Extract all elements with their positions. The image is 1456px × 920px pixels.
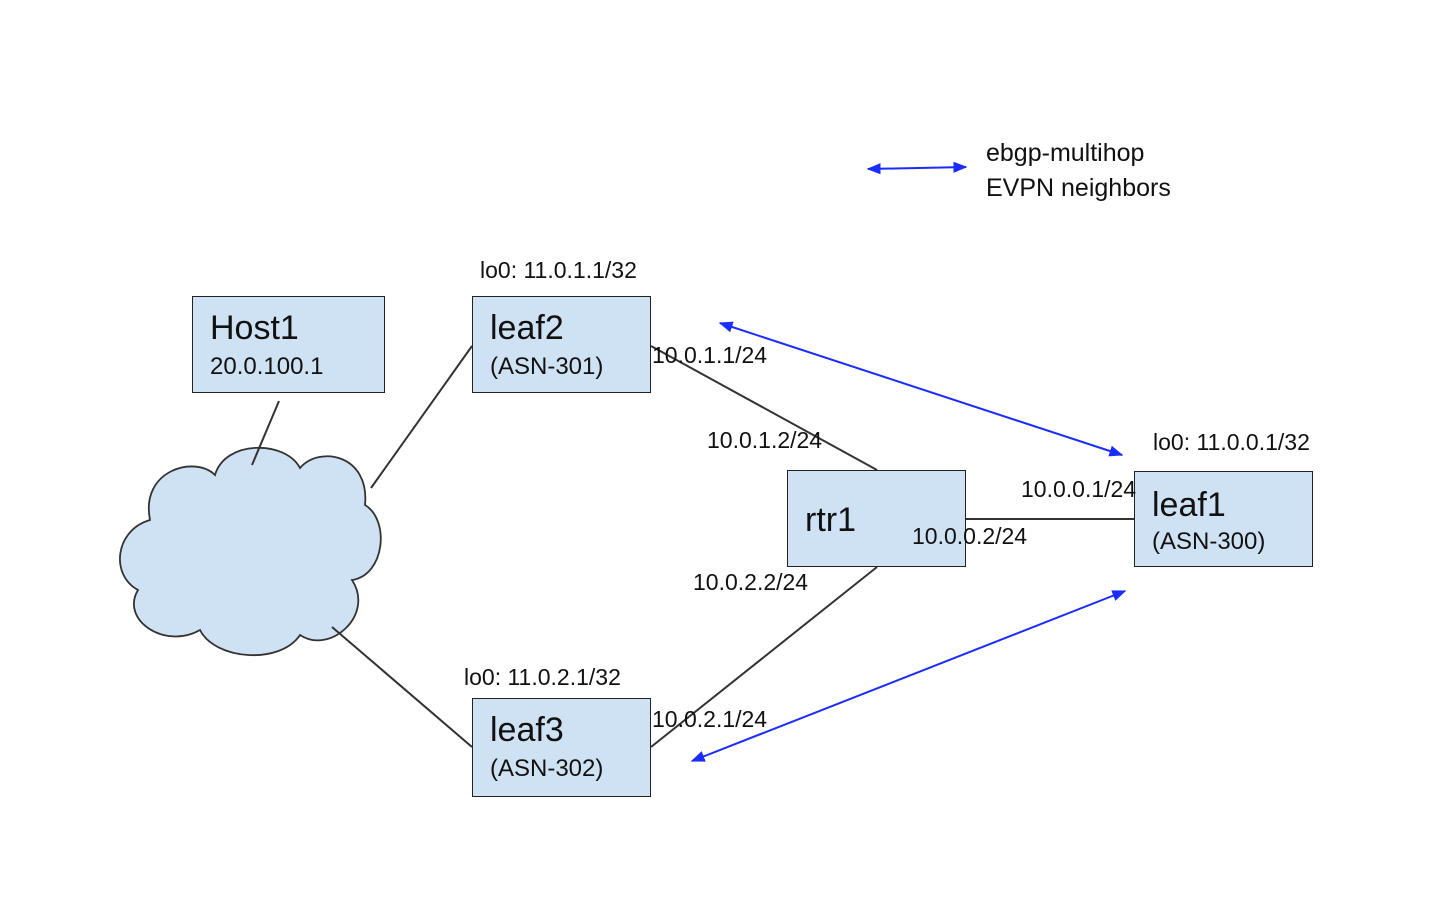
- leaf2-link-ip: 10.0.1.1/24: [652, 342, 768, 368]
- leaf3-node: leaf3 (ASN-302): [472, 698, 651, 797]
- leaf2-loopback: lo0: 11.0.1.1/32: [480, 257, 637, 283]
- leaf3-link-ip: 10.0.2.1/24: [652, 706, 768, 732]
- leaf2-node: leaf2 (ASN-301): [472, 296, 651, 393]
- rtr1-name: rtr1: [805, 501, 856, 539]
- rtr1-node: rtr1: [787, 470, 966, 567]
- evpn-arrow-leaf2-leaf1: [718, 321, 1124, 457]
- leaf1-node: leaf1 (ASN-300): [1134, 471, 1313, 567]
- rtr1-leaf2-link-ip: 10.0.1.2/24: [707, 427, 823, 453]
- legend-arrow-icon: [866, 161, 968, 175]
- link-cloud-leaf3: [331, 626, 473, 748]
- network-cloud: [119, 446, 382, 656]
- leaf1-name: leaf1: [1152, 486, 1226, 524]
- host1-name: Host1: [210, 309, 299, 347]
- leaf3-name: leaf3: [490, 711, 564, 749]
- leaf1-link-ip: 10.0.0.1/24: [1021, 476, 1137, 502]
- leaf2-name: leaf2: [490, 309, 564, 347]
- evpn-arrow-leaf3-leaf1: [690, 590, 1127, 762]
- leaf1-loopback: lo0: 11.0.0.1/32: [1153, 429, 1310, 455]
- leaf2-asn: (ASN-301): [490, 353, 604, 380]
- legend-label-line2: EVPN neighbors: [986, 174, 1171, 202]
- host1-node: Host1 20.0.100.1: [192, 296, 385, 393]
- link-cloud-leaf2: [370, 345, 473, 489]
- leaf3-loopback: lo0: 11.0.2.1/32: [464, 664, 621, 690]
- link-host1-cloud: [251, 400, 280, 466]
- legend-label-line1: ebgp-multihop: [986, 139, 1145, 167]
- rtr1-leaf3-link-ip: 10.0.2.2/24: [693, 569, 809, 595]
- leaf1-asn: (ASN-300): [1152, 528, 1266, 555]
- rtr1-leaf1-link-ip: 10.0.0.2/24: [912, 523, 1028, 549]
- leaf3-asn: (ASN-302): [490, 755, 604, 782]
- host1-ip: 20.0.100.1: [210, 353, 324, 380]
